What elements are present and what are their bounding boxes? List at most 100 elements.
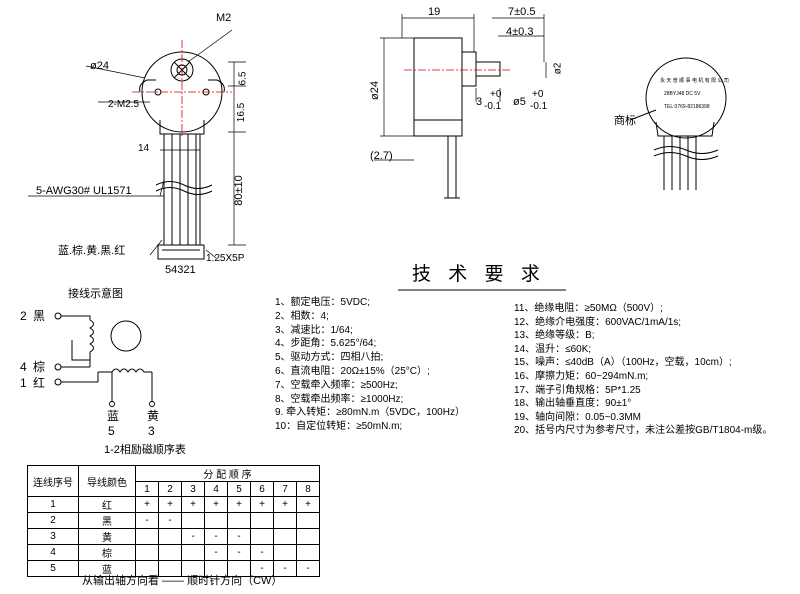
wire-no: 5: [27, 560, 79, 577]
side-shaft: [475, 61, 501, 77]
dim-16-5: 16.5: [236, 102, 248, 123]
label-view: [629, 57, 727, 190]
seq-cell: -: [135, 512, 159, 529]
table-row: 5 蓝 - - -: [27, 560, 320, 577]
dim-80: 80±10: [232, 175, 245, 206]
motor-label-line1: 永 天 普 顺 事 电 机 有 限 公 司: [660, 78, 729, 84]
side-dim-24: ø24: [368, 81, 381, 100]
yellow-wire-number: 3: [148, 424, 155, 438]
seq-cell: [296, 528, 320, 545]
seq-cell: -: [204, 528, 228, 545]
tol-5-upper: +0: [532, 89, 544, 100]
wire-color: 红: [78, 496, 136, 513]
dim-14: 14: [138, 143, 150, 154]
seq-cell: [181, 544, 205, 561]
spec-item: 12、绝缘介电强度：600VAC/1mA/1s;: [514, 316, 682, 328]
seq-cell: -: [227, 528, 251, 545]
spec-item: 3、减速比：1/64;: [275, 324, 353, 336]
table-row: 1 红 + + + + + + + +: [27, 496, 320, 513]
seq-cell: +: [273, 496, 297, 513]
tol-5-lower: -0.1: [530, 101, 548, 112]
seq-cell: +: [158, 496, 182, 513]
side-dim-5: ø5: [513, 96, 526, 108]
seq-cell: -: [227, 544, 251, 561]
pin2-number: 2: [20, 309, 27, 323]
spec-item: 11、绝缘电阻：≥50MΩ（500V）;: [514, 303, 663, 314]
seq-cell: -: [296, 560, 320, 577]
front-diameter-label: ø24: [90, 60, 109, 72]
header-wire-color: 导线颜色: [78, 465, 136, 497]
side-dim-2-7: (2.7): [370, 150, 393, 162]
step-header: 7: [273, 481, 297, 497]
side-dim-3: 3: [476, 96, 483, 108]
seq-cell: -: [250, 544, 274, 561]
step-header: 3: [181, 481, 205, 497]
seq-cell: +: [227, 496, 251, 513]
step-header: 6: [250, 481, 274, 497]
spec-item: 16、摩擦力矩：60~294mN.m;: [514, 370, 649, 382]
spec-item: 9. 牵入转矩：≥80mN.m（5VDC，100Hz）: [275, 407, 465, 419]
seq-cell: [273, 512, 297, 529]
seq-cell: [250, 528, 274, 545]
excitation-title: 1-2相励磁顺序表: [104, 444, 186, 456]
seq-cell: [181, 512, 205, 529]
spec-item: 17、端子引角规格：5P*1.25: [514, 384, 641, 396]
seq-cell: [227, 512, 251, 529]
spec-item: 19、轴向间隙：0.05~0.3MM: [514, 411, 641, 423]
spec-item: 5、驱动方式：四相八拍;: [275, 352, 384, 364]
tol-3-lower: -0.1: [484, 101, 502, 112]
seq-cell: [296, 512, 320, 529]
specs-title: 技 术 要 求: [412, 264, 546, 285]
seq-cell: [250, 512, 274, 529]
spec-item: 4、步距角：5.625°/64;: [275, 338, 377, 350]
wire-color: 黄: [78, 528, 136, 545]
seq-cell: -: [204, 544, 228, 561]
header-wire-no: 连线序号: [27, 465, 79, 497]
yellow-wire-label: 黄: [147, 409, 160, 423]
step-header: 5: [227, 481, 251, 497]
motor-label-line2: 28BYJ48 DC 5V: [664, 91, 701, 97]
mounting-flange: [139, 79, 225, 93]
spec-item: 8、空载牵出频率：≥1000Hz;: [275, 393, 404, 405]
hole-label: 2-M2.5: [108, 99, 140, 110]
pin4-color: 棕: [33, 360, 46, 374]
pin1-number: 1: [20, 376, 27, 390]
side-dim-shaft-small: ø2: [552, 62, 564, 75]
spec-item: 18、输出轴垂直度：90±1°: [514, 398, 632, 410]
sequence-table: 连线序号 导线颜色 分 配 顺 序 1 2 3 4 5 6 7 8 1 红 + …: [27, 465, 320, 577]
side-view: [413, 37, 501, 199]
spec-item: 14、温升：≤60K;: [514, 343, 592, 355]
pin4-number: 4: [20, 360, 27, 374]
seq-cell: +: [135, 496, 159, 513]
seq-cell: +: [181, 496, 205, 513]
seq-cell: [158, 544, 182, 561]
seq-cell: [296, 544, 320, 561]
header-sequence: 分 配 顺 序: [135, 465, 320, 482]
label-circle: [645, 57, 727, 139]
spec-item: 10：自定位转矩：≥50mN.m;: [275, 421, 403, 433]
wiring-title: 接线示意图: [68, 288, 123, 300]
side-boss: [461, 51, 477, 87]
spec-item: 1、额定电压：5VDC;: [275, 297, 371, 308]
spec-item: 13、绝缘等级：B;: [514, 330, 595, 342]
seq-cell: [158, 528, 182, 545]
spec-item: 7、空载牵入频率：≥500Hz;: [275, 379, 398, 391]
step-header: 2: [158, 481, 182, 497]
seq-cell: -: [181, 528, 205, 545]
trademark-label: 商标: [614, 115, 636, 127]
table-footer: 从输出轴方向看 —— 顺时针方向（CW）: [82, 575, 283, 587]
seq-cell: +: [296, 496, 320, 513]
pin2-color: 黑: [33, 309, 46, 323]
wire-no: 1: [27, 496, 79, 513]
spec-item: 6、直流电阻：20Ω±15%（25°C）;: [275, 365, 430, 377]
spec-item: 20、括号内尺寸为参考尺寸，未注公差按GB/T1804-m级。: [514, 425, 773, 437]
step-header: 4: [204, 481, 228, 497]
spec-item: 15、噪声：≤40dB（A）（100Hz，空载，10cm）;: [514, 357, 732, 369]
side-dim-7: 7±0.5: [508, 6, 536, 18]
side-dim-19: 19: [428, 6, 441, 18]
pin-order: 54321: [165, 264, 196, 276]
table-row: 2 黑 - -: [27, 512, 320, 529]
wire-no: 3: [27, 528, 79, 545]
wire-spec: 5-AWG30# UL1571: [36, 185, 132, 197]
